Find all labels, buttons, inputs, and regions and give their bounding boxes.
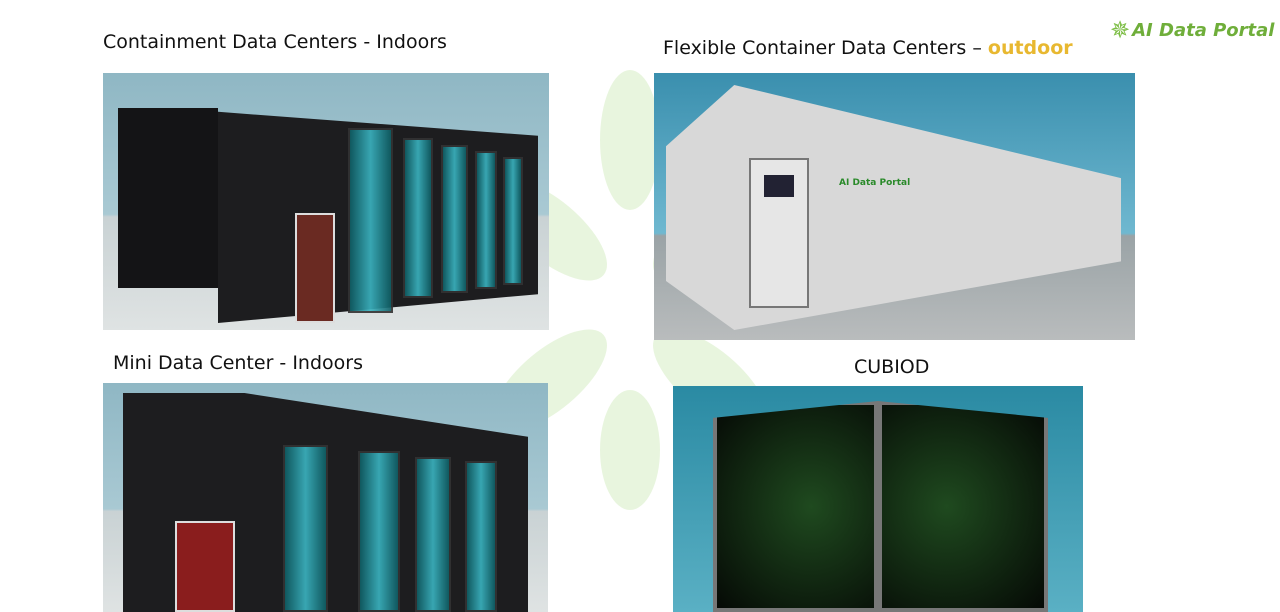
logo-text: AI Data Portal: [1132, 19, 1275, 41]
cubiod-image: [673, 386, 1083, 612]
panel-title-containment: Containment Data Centers - Indoors: [103, 31, 447, 53]
panel-title-flexible: Flexible Container Data Centers – outdoo…: [663, 37, 1073, 59]
leaf-star-icon: ✵: [1110, 16, 1131, 44]
flexible-container-image: AI Data Portal: [654, 73, 1135, 340]
panel-title-cubiod: CUBIOD: [854, 356, 930, 378]
brand-logo: ✵ AI Data Portal: [1110, 16, 1274, 44]
panel-title-mini: Mini Data Center - Indoors: [113, 352, 363, 374]
mini-data-center-image: [103, 383, 548, 612]
title-text: Flexible Container Data Centers –: [663, 37, 982, 59]
containment-image: [103, 73, 549, 330]
container-logo: AI Data Portal: [839, 178, 911, 188]
title-highlight: outdoor: [987, 37, 1073, 59]
